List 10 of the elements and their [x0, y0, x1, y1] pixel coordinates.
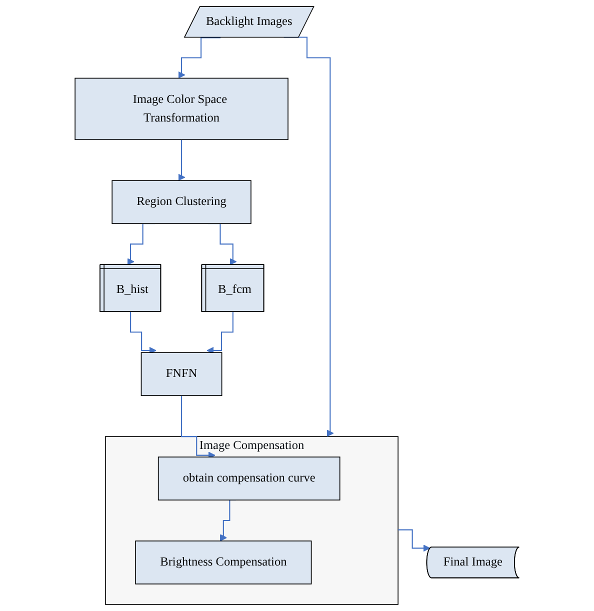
- arrow: [178, 139, 186, 181]
- arrow: [130, 312, 156, 354]
- node-box: FNFN: [140, 352, 222, 396]
- node-box: Brightness Compensation: [135, 540, 312, 584]
- node-box: obtain compensation curve: [158, 456, 340, 500]
- arrow: [398, 529, 430, 552]
- node-box: Image Color Space Transformation: [74, 78, 288, 140]
- arrow: [206, 312, 234, 354]
- node-box: Region Clustering: [112, 180, 252, 224]
- arrow: [180, 395, 216, 459]
